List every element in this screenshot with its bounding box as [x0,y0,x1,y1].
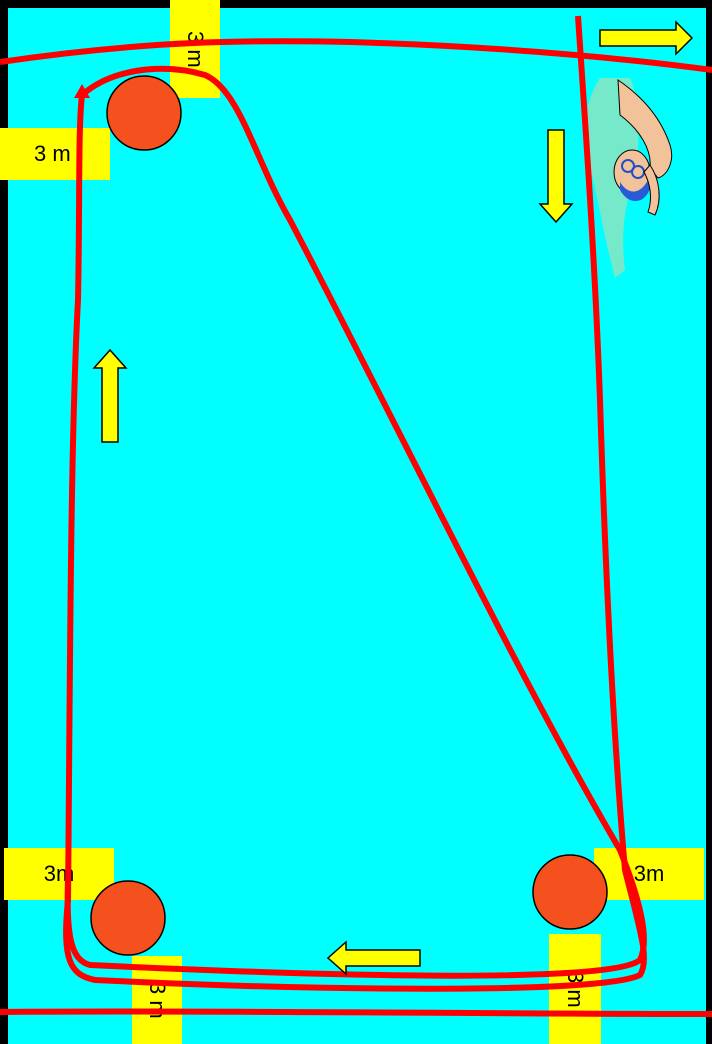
arrow-down [540,130,572,222]
swimmer-icon [584,78,671,278]
arrow-left [328,942,420,974]
buoy-icon [533,855,607,929]
arrow-up [94,350,126,442]
buoy-icon [91,881,165,955]
finish-line [0,1011,712,1014]
arrow-right-top [600,22,692,54]
buoy-icon [107,76,181,150]
